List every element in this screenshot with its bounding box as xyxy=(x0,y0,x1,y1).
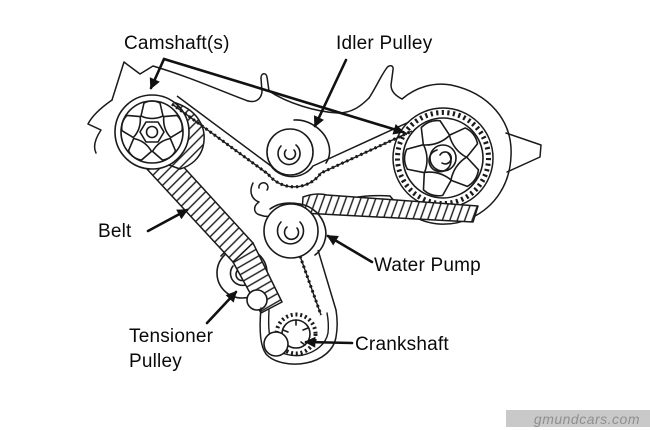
crankshaft-arrow xyxy=(304,336,354,348)
camshaft-sprocket-left xyxy=(114,94,205,170)
callout-arrows xyxy=(146,57,405,348)
label-camshafts: Camshaft(s) xyxy=(124,33,230,54)
water-pump-arrow xyxy=(326,234,374,264)
label-tensioner-line1: Tensioner xyxy=(129,326,214,347)
idler-pulley xyxy=(266,119,331,176)
timing-belt-left-band xyxy=(145,149,283,314)
camshaft-arrow-left xyxy=(149,57,166,90)
camshaft-sprocket-right xyxy=(392,107,494,209)
crankshaft-sprocket xyxy=(259,307,338,365)
tensioner-arrow xyxy=(205,290,238,325)
label-tensioner-line2: Pulley xyxy=(129,351,182,372)
belt-arrow xyxy=(146,208,189,233)
camshaft-arrow-right xyxy=(162,57,405,135)
timing-belt-top-span xyxy=(171,95,413,189)
idler-pulley-arrow xyxy=(313,58,348,128)
tensioner-stud xyxy=(246,289,268,311)
timing-belt-right-run xyxy=(298,249,337,316)
watermark: gmundcars.com xyxy=(505,410,650,427)
label-idler-pulley: Idler Pulley xyxy=(336,33,433,54)
label-water-pump: Water Pump xyxy=(374,255,481,276)
label-crankshaft: Crankshaft xyxy=(355,334,449,355)
timing-belt-lower-band xyxy=(301,193,479,223)
water-pump-pulley xyxy=(263,202,327,259)
watermark-text: gmundcars.com xyxy=(533,410,640,427)
label-tensioner-pulley: Tensioner Pulley xyxy=(129,324,213,374)
label-belt: Belt xyxy=(98,221,132,242)
